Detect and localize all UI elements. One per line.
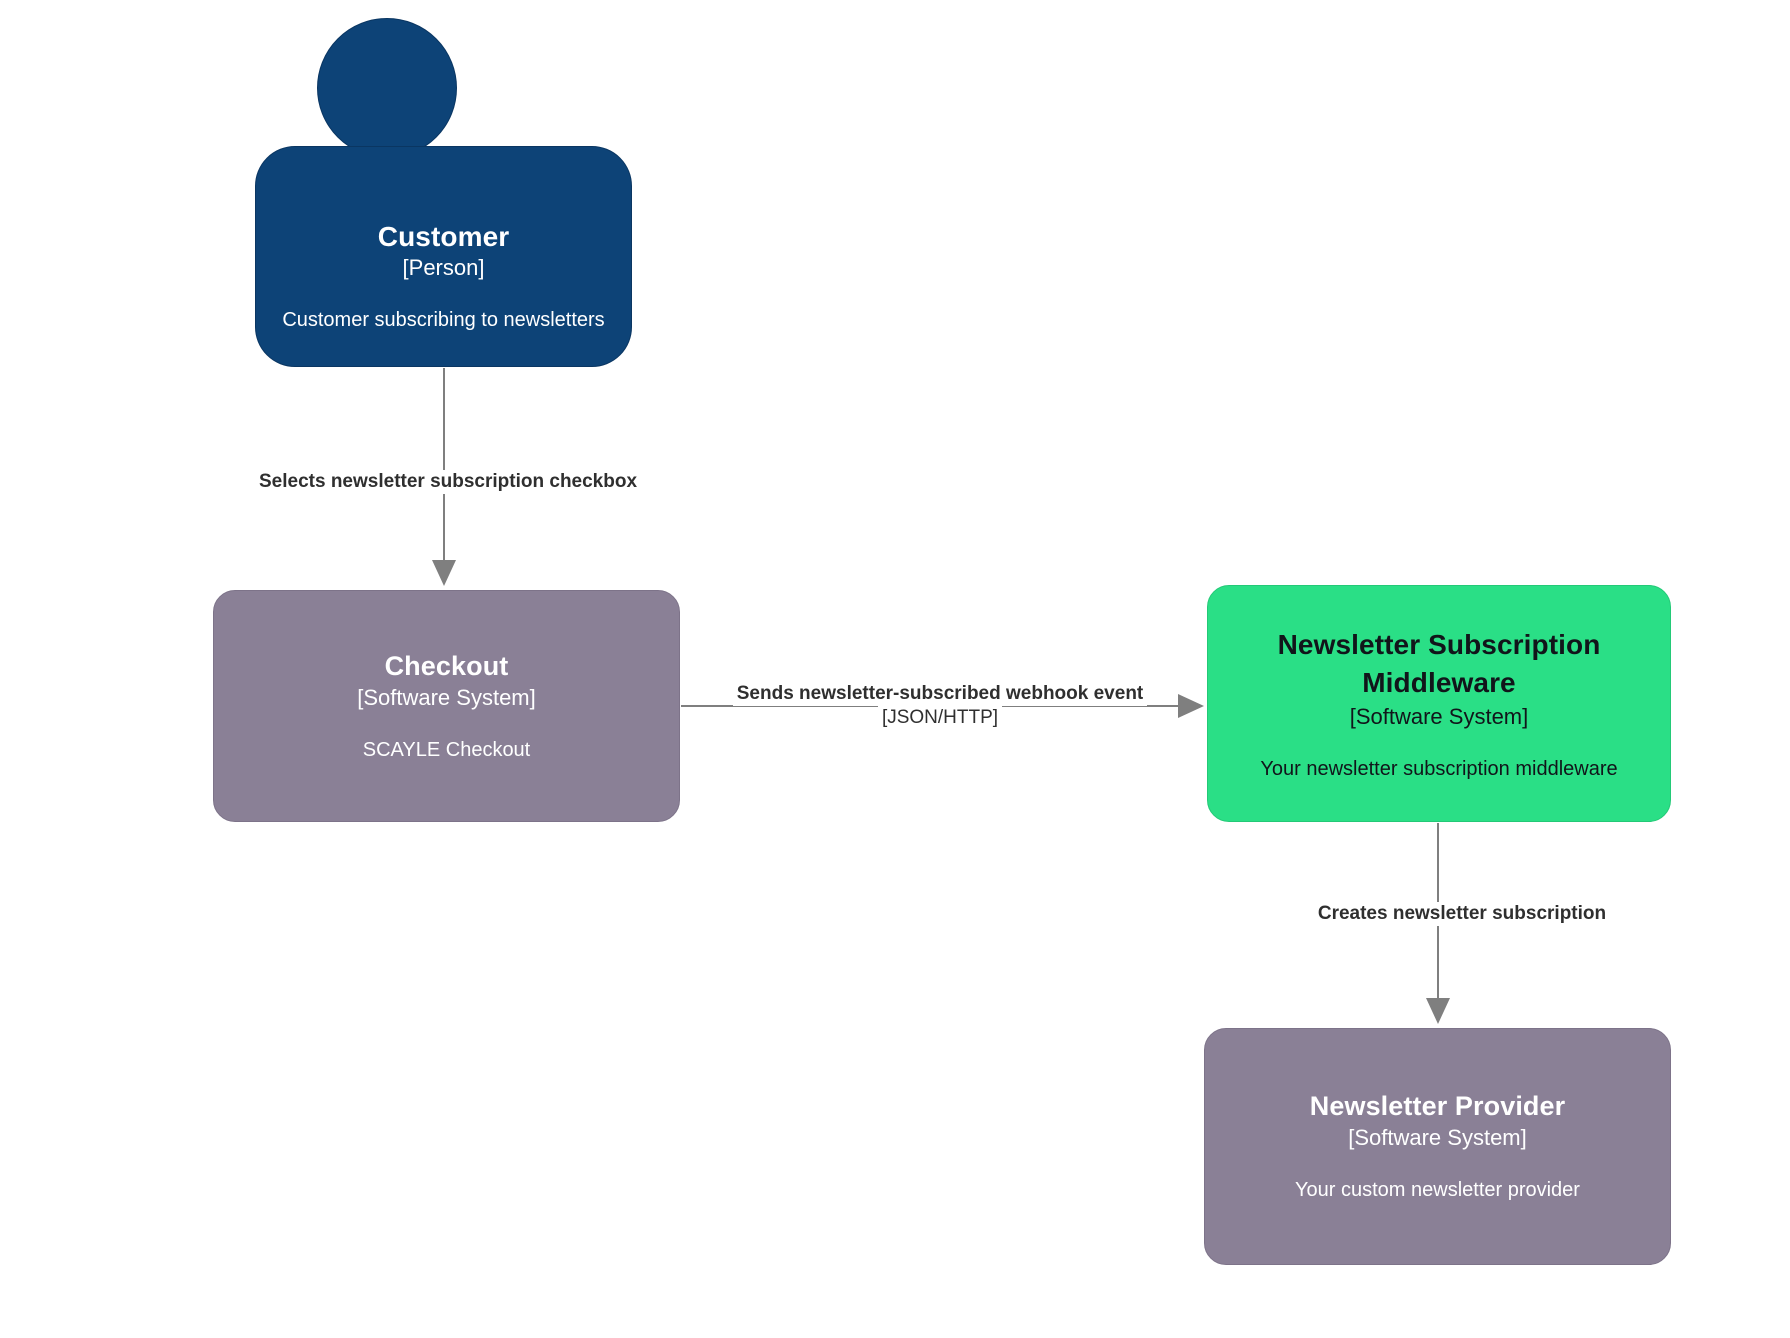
node-checkout[interactable]: Checkout [Software System] SCAYLE Checko… xyxy=(213,590,680,822)
edge-label-text: Sends newsletter-subscribed webhook even… xyxy=(732,682,1148,706)
node-provider-tech: [Software System] xyxy=(1348,1125,1527,1150)
person-head-icon xyxy=(317,18,457,158)
node-customer[interactable]: Customer [Person] Customer subscribing t… xyxy=(255,146,632,367)
node-middleware-description: Your newsletter subscription middleware xyxy=(1260,757,1618,780)
node-checkout-description: SCAYLE Checkout xyxy=(362,738,531,761)
edge-label-text: Creates newsletter subscription xyxy=(1313,902,1611,926)
node-checkout-tech: [Software System] xyxy=(357,684,536,710)
node-newsletter-provider[interactable]: Newsletter Provider [Software System] Yo… xyxy=(1204,1028,1671,1265)
node-customer-title: Customer xyxy=(377,221,510,252)
node-provider-title: Newsletter Provider xyxy=(1309,1091,1566,1121)
node-newsletter-subscription-middleware[interactable]: Newsletter Subscription Middleware [Soft… xyxy=(1207,585,1671,822)
node-provider-description: Your custom newsletter provider xyxy=(1295,1179,1580,1201)
node-customer-description: Customer subscribing to newsletters xyxy=(282,309,605,331)
node-customer-tech: [Person] xyxy=(402,255,485,280)
node-middleware-title: Newsletter Subscription Middleware xyxy=(1277,628,1601,698)
edge-label-tech: [JSON/HTTP] xyxy=(877,706,1003,730)
node-checkout-title: Checkout xyxy=(384,650,509,681)
node-middleware-tech: [Software System] xyxy=(1349,703,1529,729)
edge-label-checkout-middleware: Sends newsletter-subscribed webhook even… xyxy=(730,682,1150,730)
edge-label-customer-checkout: Selects newsletter subscription checkbox xyxy=(255,470,642,494)
edge-label-text: Selects newsletter subscription checkbox xyxy=(255,470,642,494)
edge-label-middleware-provider: Creates newsletter subscription xyxy=(1292,902,1632,926)
